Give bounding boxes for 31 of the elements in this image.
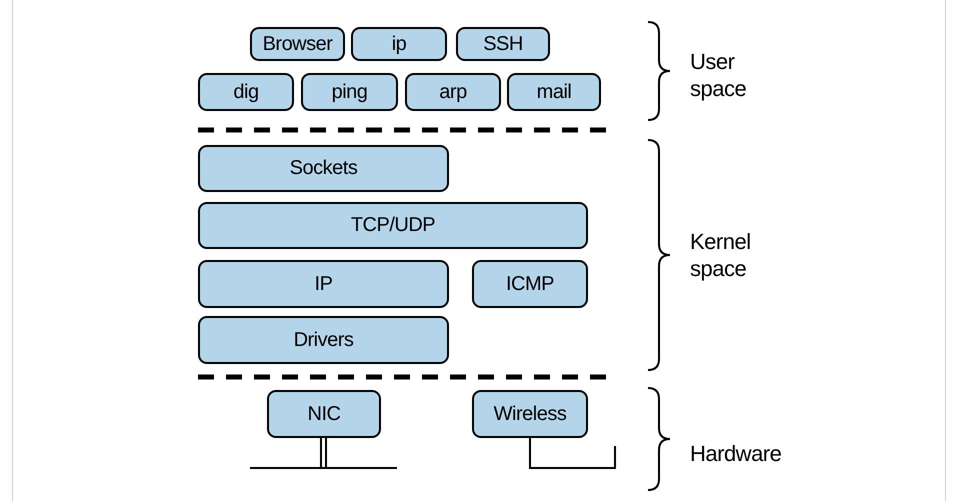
layer-box bbox=[198, 73, 294, 111]
box-label: mail bbox=[536, 80, 572, 104]
layer-box bbox=[198, 145, 449, 192]
layer-box bbox=[351, 27, 447, 61]
layer-box bbox=[198, 316, 449, 364]
box-label: NIC bbox=[308, 402, 340, 426]
box-label: Wireless bbox=[494, 402, 566, 426]
layer-box bbox=[198, 202, 588, 249]
box-label: Browser bbox=[262, 32, 332, 56]
box-label: Sockets bbox=[290, 156, 358, 181]
box-label: TCP/UDP bbox=[350, 213, 436, 238]
region-label: Hardware bbox=[690, 440, 782, 467]
box-label: ping bbox=[332, 80, 368, 104]
layer-box bbox=[507, 73, 601, 111]
box-label: arp bbox=[439, 80, 467, 104]
layer-box bbox=[250, 27, 345, 61]
box-label: SSH bbox=[483, 32, 523, 56]
layer-box bbox=[198, 260, 449, 308]
box-label: Drivers bbox=[294, 328, 354, 352]
box-label: ICMP bbox=[506, 272, 554, 296]
region-label: User space bbox=[690, 48, 748, 102]
region-label: Kernel space bbox=[690, 228, 752, 282]
layer-box bbox=[267, 390, 381, 438]
layer-box bbox=[405, 73, 501, 111]
box-label: dig bbox=[233, 80, 259, 104]
layer-box bbox=[472, 260, 588, 308]
box-label: ip bbox=[392, 32, 406, 56]
layer-box bbox=[472, 390, 588, 438]
layer-box bbox=[456, 27, 550, 61]
box-label: IP bbox=[314, 272, 332, 296]
layer-box bbox=[301, 73, 398, 111]
